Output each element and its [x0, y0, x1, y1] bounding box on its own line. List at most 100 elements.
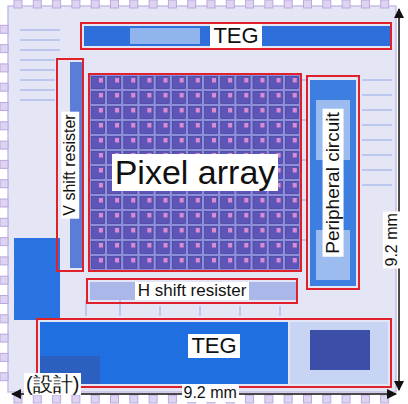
pixel-photodiode	[244, 228, 248, 233]
bond-pad	[168, 0, 176, 8]
pixel-photodiode	[260, 78, 264, 83]
pixel-photodiode	[131, 93, 135, 98]
pixel-photodiode	[212, 228, 216, 233]
pixel-cell	[285, 227, 298, 239]
pixel-photodiode	[115, 228, 119, 233]
teg-block	[290, 322, 388, 384]
bond-pad	[381, 0, 389, 8]
pixel-cell	[92, 197, 105, 209]
pixel-cell	[140, 77, 153, 89]
pixel-photodiode	[147, 228, 151, 233]
pixel-photodiode	[260, 198, 264, 203]
pixel-cell	[285, 152, 298, 164]
pixel-cell	[237, 227, 250, 239]
pixel-cell	[156, 122, 169, 134]
bond-pad	[323, 395, 331, 403]
bond-pad	[0, 64, 8, 72]
pixel-cell	[140, 242, 153, 254]
pixel-cell	[124, 197, 137, 209]
pixel-cell	[253, 122, 266, 134]
bond-pad	[0, 315, 8, 323]
pixel-cell	[92, 122, 105, 134]
pixel-cell	[140, 137, 153, 149]
pixel-cell	[108, 257, 121, 269]
pixel-cell	[285, 77, 298, 89]
pixel-cell	[205, 197, 218, 209]
bond-pad	[226, 0, 234, 8]
pixel-photodiode	[147, 198, 151, 203]
pixel-cell	[221, 137, 234, 149]
region-label: TEG	[210, 24, 261, 48]
pixel-cell	[188, 197, 201, 209]
pixel-cell	[124, 137, 137, 149]
dimension-line	[398, 9, 400, 390]
pixel-photodiode	[180, 243, 184, 248]
pixel-cell	[237, 197, 250, 209]
pixel-cell	[172, 227, 185, 239]
pixel-photodiode	[99, 198, 103, 203]
pixel-cell	[124, 77, 137, 89]
pixel-photodiode	[164, 93, 168, 98]
pixel-photodiode	[228, 138, 232, 143]
bond-pad	[304, 0, 312, 8]
pixel-cell	[237, 212, 250, 224]
pixel-photodiode	[99, 243, 103, 248]
teg-block	[130, 28, 200, 44]
pixel-photodiode	[212, 138, 216, 143]
pixel-cell	[156, 257, 169, 269]
pixel-cell	[205, 137, 218, 149]
pixel-photodiode	[180, 108, 184, 113]
pixel-photodiode	[293, 123, 297, 128]
pixel-cell	[269, 77, 282, 89]
bond-pad	[265, 395, 273, 403]
pixel-photodiode	[196, 138, 200, 143]
bond-pad	[53, 395, 61, 403]
pixel-cell	[124, 122, 137, 134]
pixel-cell	[124, 92, 137, 104]
pixel-cell	[253, 107, 266, 119]
pixel-photodiode	[115, 213, 119, 218]
pixel-cell	[205, 77, 218, 89]
pixel-cell	[285, 242, 298, 254]
pixel-cell	[221, 212, 234, 224]
pixel-photodiode	[293, 153, 297, 158]
pixel-cell	[92, 242, 105, 254]
pixel-cell	[156, 77, 169, 89]
pixel-cell	[205, 257, 218, 269]
pixel-cell	[237, 107, 250, 119]
pixel-cell	[172, 242, 185, 254]
bond-pad	[304, 395, 312, 403]
peripheral-block	[310, 80, 356, 286]
bond-pad	[0, 180, 8, 188]
bond-pads	[0, 0, 389, 403]
pixel-cell	[205, 227, 218, 239]
pixel-cell	[92, 77, 105, 89]
pixel-photodiode	[196, 123, 200, 128]
pixel-cell	[269, 242, 282, 254]
pixel-cell	[205, 242, 218, 254]
bond-pad	[342, 0, 350, 8]
region-label: TEG	[188, 334, 239, 358]
pixel-cell	[140, 257, 153, 269]
pixel-cell	[188, 107, 201, 119]
bond-pad	[0, 83, 8, 91]
pixel-photodiode	[293, 243, 297, 248]
pixel-photodiode	[131, 78, 135, 83]
pixel-cell	[285, 182, 298, 194]
pixel-array-ground	[90, 75, 300, 270]
pixel-photodiode	[115, 258, 119, 263]
pixel-cell	[253, 137, 266, 149]
pixel-photodiode	[180, 258, 184, 263]
pixel-photodiode	[131, 123, 135, 128]
pixel-cell	[188, 122, 201, 134]
note-label: (設計)	[24, 373, 81, 395]
pixel-photodiode	[180, 213, 184, 218]
pixel-cell	[108, 197, 121, 209]
pixel-cell	[221, 197, 234, 209]
bond-pad	[0, 199, 8, 207]
bond-pad	[0, 334, 8, 342]
pixel-photodiode	[196, 108, 200, 113]
pixel-cell	[156, 137, 169, 149]
bond-pad	[111, 395, 119, 403]
pixel-cell	[156, 227, 169, 239]
